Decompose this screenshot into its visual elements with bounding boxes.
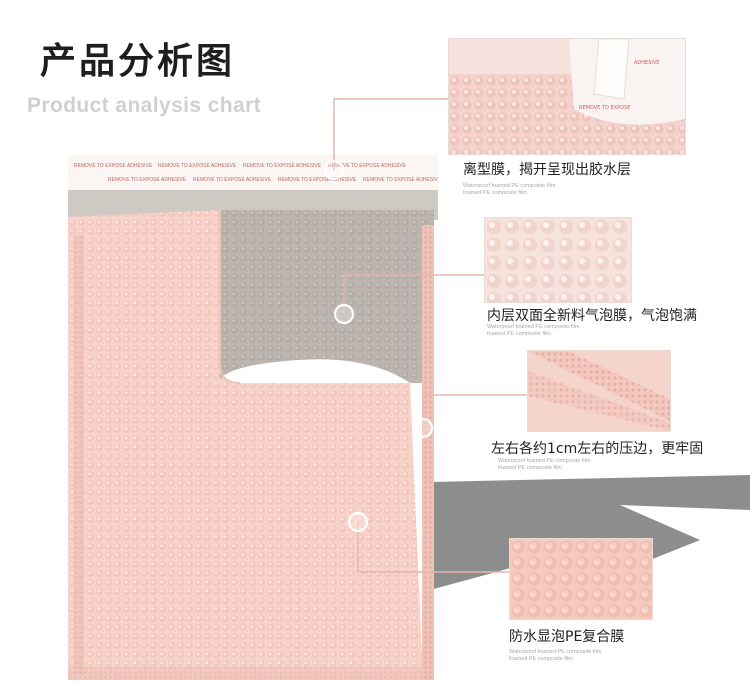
edge-seal-closeup bbox=[527, 350, 671, 432]
svg-text:REMOVE TO EXPOSE ADHESIVE: REMOVE TO EXPOSE ADHESIVE bbox=[363, 177, 438, 183]
feature-3-sub1: Waterproof foamed PE composite film bbox=[498, 458, 591, 464]
svg-text:REMOVE TO EXPOSE ADHESIVE: REMOVE TO EXPOSE ADHESIVE bbox=[278, 177, 357, 183]
svg-text:REMOVE TO EXPOSE ADHESIVE: REMOVE TO EXPOSE ADHESIVE bbox=[243, 163, 322, 169]
feature-4-caption: 防水显泡PE复合膜 bbox=[509, 629, 625, 645]
feature-2-sub2: foamed PE composite film bbox=[487, 331, 551, 337]
svg-text:REMOVE TO EXPOSE ADHESIVE: REMOVE TO EXPOSE ADHESIVE bbox=[108, 177, 187, 183]
svg-text:REMOVE TO EXPOSE ADHESIVE: REMOVE TO EXPOSE ADHESIVE bbox=[328, 163, 407, 169]
waterproof-pe-film-closeup bbox=[509, 538, 653, 620]
feature-4-sub1: Waterproof foamed PE composite film bbox=[509, 649, 602, 655]
feature-4-sub2: foamed PE composite film bbox=[509, 656, 573, 662]
inner-bubble-film-closeup bbox=[484, 217, 632, 303]
feature-1-sub2: foamed PE composite film bbox=[463, 190, 527, 196]
feature-3-sub2: foamed PE composite film bbox=[498, 465, 562, 471]
feature-1-caption: 离型膜，揭开呈现出胶水层 bbox=[463, 162, 631, 178]
page-title: 产品分析图 bbox=[40, 41, 236, 82]
svg-text:REMOVE TO EXPOSE ADHESIVE: REMOVE TO EXPOSE ADHESIVE bbox=[158, 163, 237, 169]
feature-1-sub1: Waterproof foamed PE composite film bbox=[463, 183, 556, 189]
svg-text:REMOVE TO EXPOSE: REMOVE TO EXPOSE bbox=[579, 105, 630, 111]
release-film-closeup: REMOVE TO EXPOSE ADHESIVE bbox=[448, 38, 686, 155]
bubble-mailer-image: REMOVE TO EXPOSE ADHESIVE REMOVE TO EXPO… bbox=[68, 155, 442, 680]
feature-2-caption: 内层双面全新料气泡膜，气泡饱满 bbox=[487, 308, 697, 324]
svg-text:REMOVE TO EXPOSE ADHESIVE: REMOVE TO EXPOSE ADHESIVE bbox=[74, 163, 153, 169]
page-subtitle: Product analysis chart bbox=[27, 94, 262, 117]
svg-text:ADHESIVE: ADHESIVE bbox=[634, 60, 659, 66]
feature-3-caption: 左右各约1cm左右的压边，更牢固 bbox=[491, 441, 704, 457]
feature-2-sub1: Waterproof foamed PE composite film bbox=[487, 324, 580, 330]
svg-text:REMOVE TO EXPOSE ADHESIVE: REMOVE TO EXPOSE ADHESIVE bbox=[193, 177, 272, 183]
